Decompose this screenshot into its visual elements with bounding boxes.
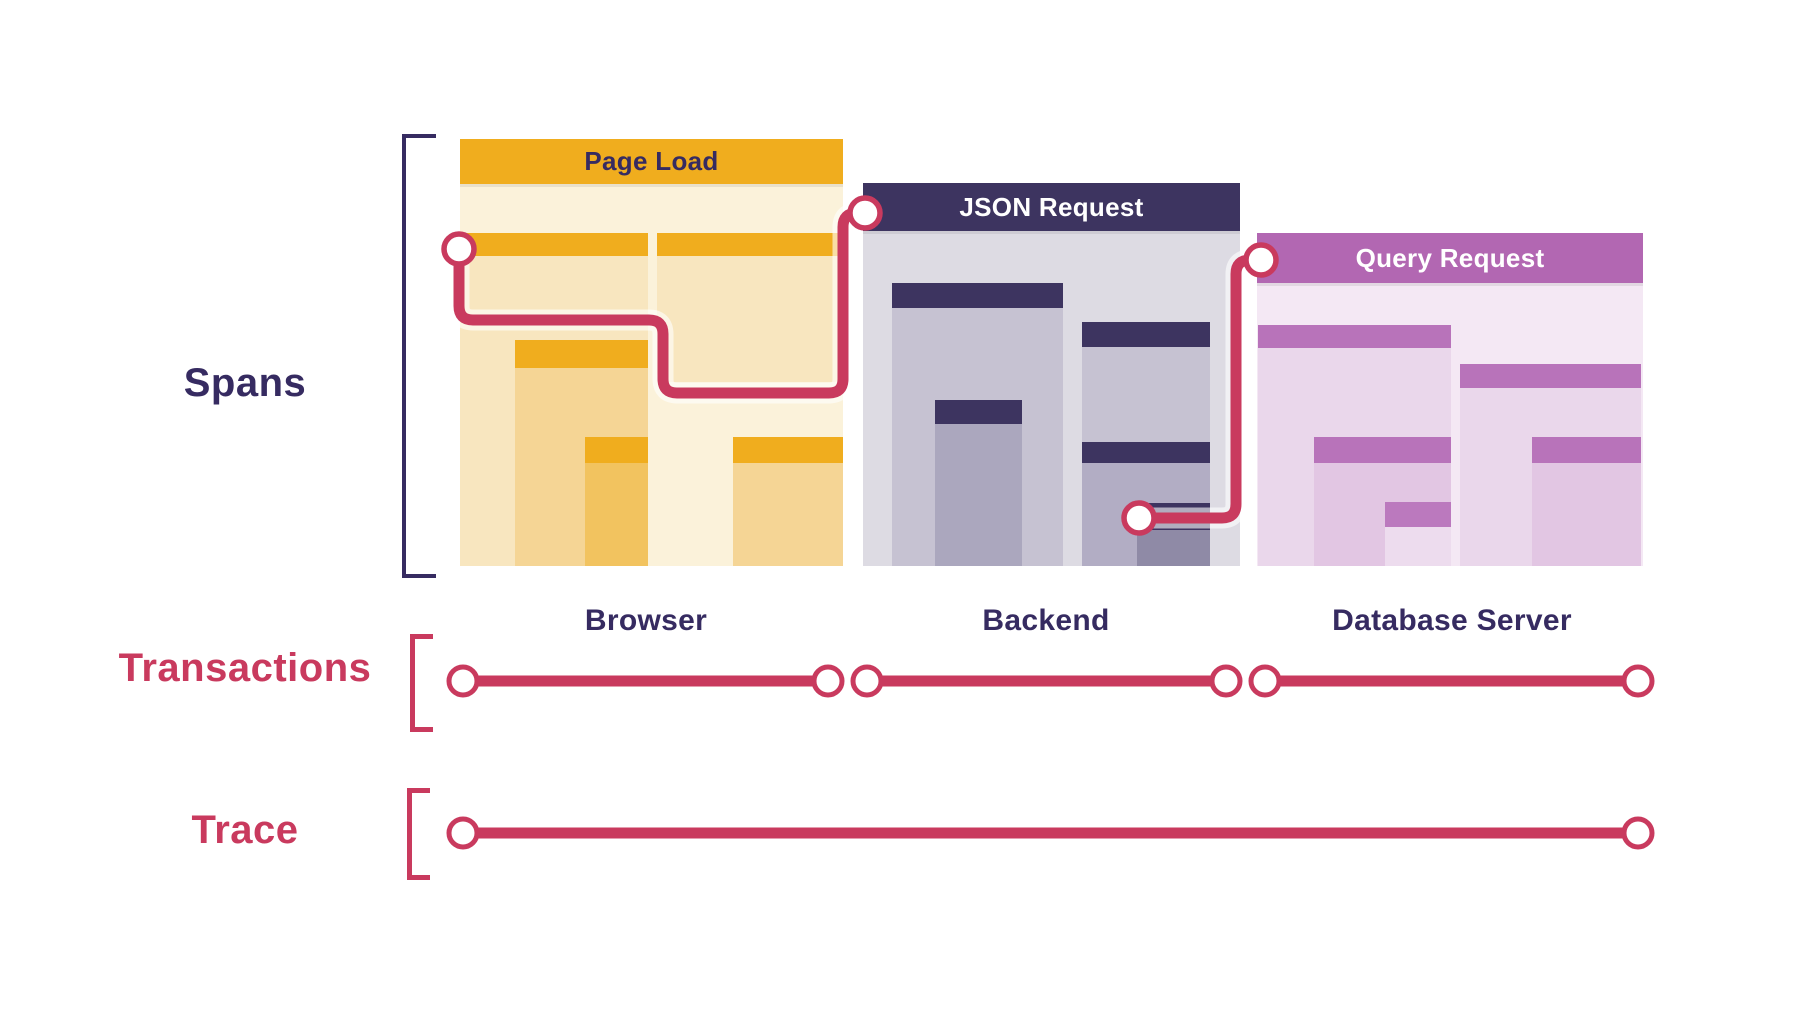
span-body: [1385, 527, 1451, 566]
trace-endpoint: [446, 816, 480, 850]
panel-json-request-title: JSON Request: [863, 183, 1240, 231]
span-bar: [1258, 325, 1451, 348]
environment-label-browser: Browser: [584, 604, 708, 637]
span-bar: [515, 340, 648, 368]
transaction-endpoint: [850, 664, 884, 698]
span-block: [733, 437, 843, 566]
trace-bracket: [407, 788, 430, 880]
span-bar: [1137, 503, 1210, 530]
span-bar: [1532, 437, 1641, 463]
span-body: [733, 463, 843, 566]
span-bar: [585, 437, 648, 463]
trace-endpoint: [1621, 816, 1655, 850]
span-bar: [460, 233, 648, 256]
span-block: [935, 400, 1022, 566]
span-bar: [1385, 502, 1451, 527]
environment-label-database: Database Server: [1332, 604, 1572, 637]
panel-query-request-title: Query Request: [1257, 233, 1643, 283]
panel-json-request: JSON Request: [863, 183, 1240, 566]
transaction-endpoint: [1248, 664, 1282, 698]
span-bar: [935, 400, 1022, 424]
span-block: [585, 437, 648, 566]
span-body: [1532, 463, 1641, 566]
span-block: [1385, 502, 1451, 566]
panel-query-request: Query Request: [1257, 233, 1643, 566]
panel-page-load-title: Page Load: [460, 139, 843, 184]
transactions-label: Transactions: [118, 646, 372, 690]
transactions-bracket: [410, 634, 433, 732]
span-bar: [892, 283, 1063, 308]
span-block: [1137, 503, 1210, 566]
transaction-endpoint: [811, 664, 845, 698]
span-body: [935, 424, 1022, 566]
span-bar: [1082, 322, 1210, 347]
span-block: [657, 233, 843, 382]
span-bar: [1314, 437, 1451, 463]
transaction-endpoint: [1621, 664, 1655, 698]
span-bar: [1082, 442, 1210, 463]
span-body: [585, 463, 648, 566]
spans-bracket: [402, 134, 436, 578]
span-bar: [733, 437, 843, 463]
span-bar: [657, 233, 843, 256]
span-bar: [1460, 364, 1641, 388]
span-body: [1137, 530, 1210, 566]
panel-page-load: Page Load: [460, 139, 843, 566]
spans-label: Spans: [183, 361, 307, 405]
span-block: [1532, 437, 1641, 566]
transaction-endpoint: [446, 664, 480, 698]
transaction-endpoint: [1209, 664, 1243, 698]
trace-label: Trace: [191, 808, 299, 852]
span-body: [657, 256, 843, 382]
environment-label-backend: Backend: [982, 604, 1110, 637]
